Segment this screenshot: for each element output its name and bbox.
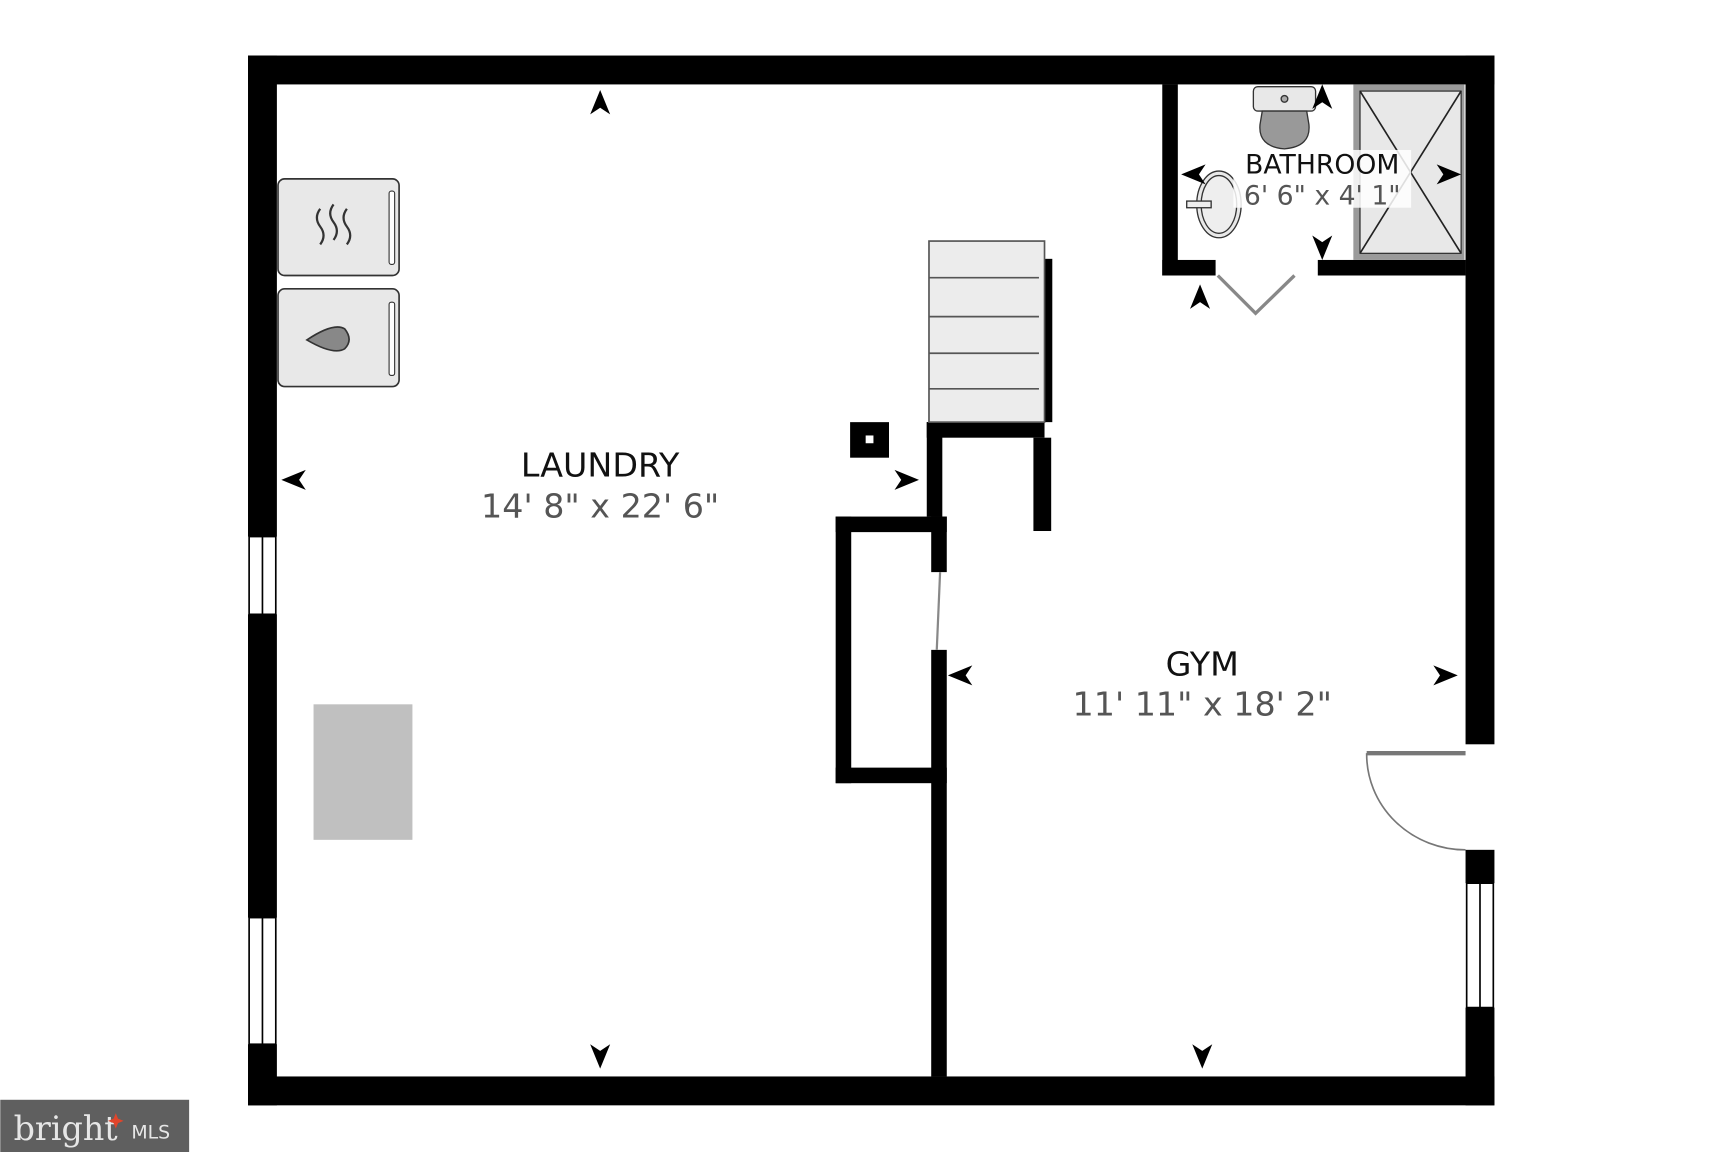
- room-label-bathroom: BATHROOM: [1245, 149, 1399, 180]
- room-dimensions-bathroom: 6' 6" x 4' 1": [1244, 180, 1401, 211]
- washer: [277, 288, 400, 388]
- room-dimensions-gym: 11' 11" x 18' 2": [1073, 684, 1332, 723]
- stairs[interactable]: [928, 240, 1046, 423]
- closet-door[interactable]: [935, 572, 942, 650]
- room-dimensions-laundry: 14' 8" x 22' 6": [481, 487, 719, 526]
- svg-text:bright: bright: [14, 1109, 119, 1148]
- window-left-lower: [248, 916, 277, 1046]
- exterior-door[interactable]: [1365, 750, 1466, 851]
- window-left-upper: [248, 535, 277, 616]
- exterior-walls: [248, 55, 1495, 1106]
- toilet: [1252, 85, 1317, 150]
- room-label-gym: GYM: [1166, 644, 1239, 683]
- gray-block: [313, 704, 413, 840]
- star-icon: [108, 1113, 124, 1129]
- support-column: [850, 422, 889, 458]
- bathroom-door[interactable]: [1216, 274, 1296, 316]
- bright-mls-logo: bright MLS: [0, 1099, 190, 1152]
- sink: [1186, 170, 1242, 239]
- interior-walls: [835, 84, 1466, 1077]
- dryer: [277, 178, 400, 277]
- water-drop-icon: [305, 326, 350, 352]
- measurement-arrows: [281, 84, 1462, 1069]
- svg-text:MLS: MLS: [131, 1122, 170, 1144]
- window-right: [1465, 882, 1495, 1009]
- heat-icon: [315, 203, 352, 246]
- room-label-laundry: LAUNDRY: [521, 446, 680, 485]
